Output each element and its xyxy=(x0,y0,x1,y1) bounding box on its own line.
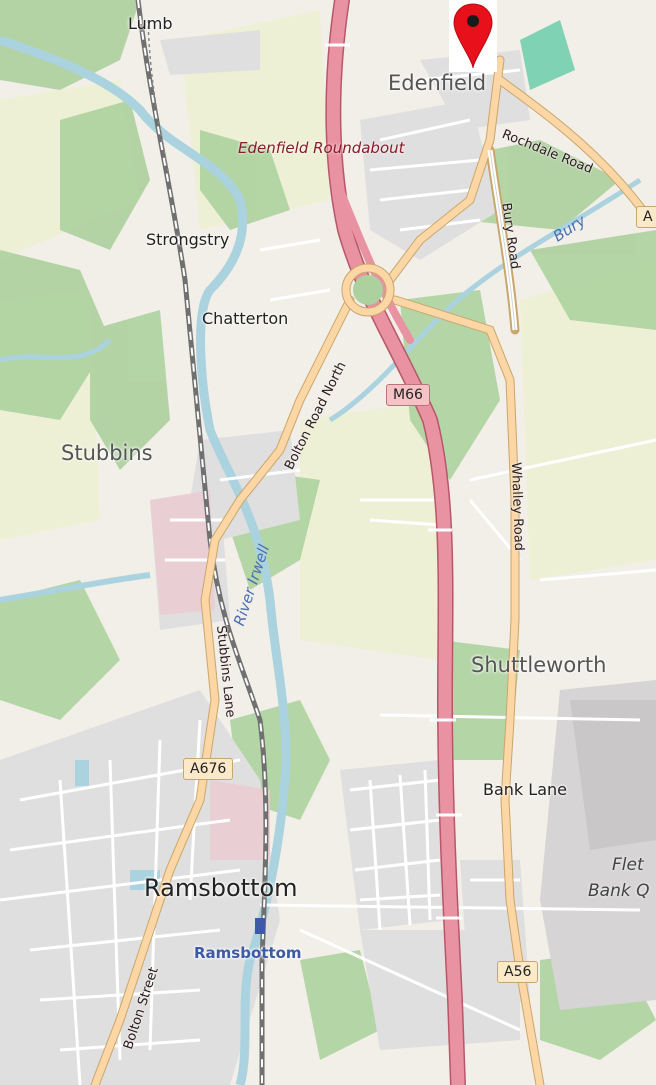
place-label-edenfield: Edenfield xyxy=(388,71,487,95)
place-label-strongstry: Strongstry xyxy=(146,230,230,249)
road-shield-a56: A56 xyxy=(497,961,539,983)
poi-label-fletcher-bank-1: Flet xyxy=(612,855,644,875)
place-label-bank-lane: Bank Lane xyxy=(483,780,567,799)
place-label-lumb: Lumb xyxy=(128,14,173,33)
road-shield-a676: A676 xyxy=(183,758,234,780)
place-label-ramsbottom: Ramsbottom xyxy=(144,874,298,902)
place-label-shuttleworth: Shuttleworth xyxy=(471,653,607,677)
station-label-ramsbottom: Ramsbottom xyxy=(194,944,302,962)
place-label-chatterton: Chatterton xyxy=(202,309,289,328)
place-label-stubbins: Stubbins xyxy=(61,441,153,465)
road-shield-a-edge: A xyxy=(636,206,656,228)
road-shield-m66: M66 xyxy=(386,384,430,406)
map-pin-icon[interactable] xyxy=(449,0,497,72)
poi-label-edenfield-roundabout: Edenfield Roundabout xyxy=(238,139,405,157)
poi-label-fletcher-bank-2: Bank Q xyxy=(588,881,650,901)
road-label-whalley-road: Whalley Road xyxy=(508,461,527,552)
